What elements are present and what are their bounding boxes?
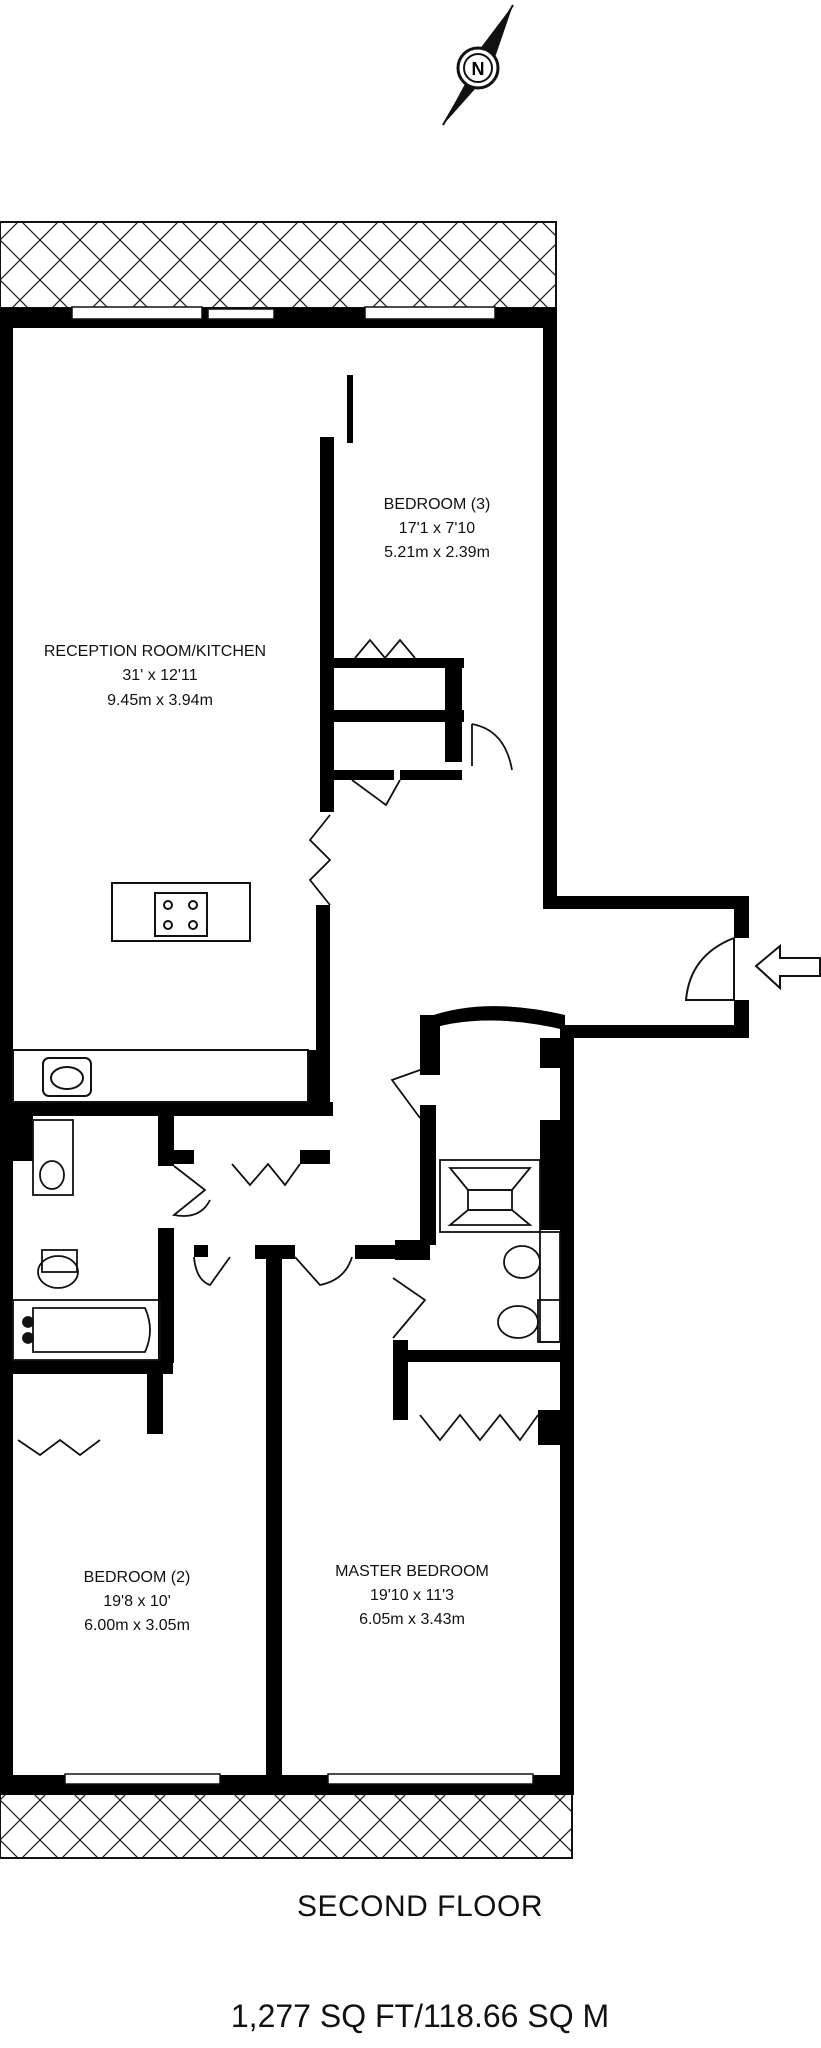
compass-north-letter: N	[472, 59, 485, 79]
room-label-master-bedroom: MASTER BEDROOM 19'10 x 11'3 6.05m x 3.43…	[335, 1563, 489, 1628]
room-imperial-bedroom-3: 17'1 x 7'10	[399, 520, 475, 537]
room-metric-reception: 9.45m x 3.94m	[107, 692, 213, 709]
room-label-bedroom-3: BEDROOM (3) 17'1 x 7'10 5.21m x 2.39m	[384, 496, 491, 561]
balcony-top	[0, 221, 557, 309]
room-imperial-reception: 31' x 12'11	[122, 667, 197, 684]
entrance-arrow-icon	[754, 943, 821, 991]
storage-curved-wall	[420, 1006, 565, 1032]
room-name-master-bedroom: MASTER BEDROOM	[335, 1563, 489, 1580]
bathroom-fixtures	[12, 1119, 161, 1361]
room-name-bedroom-3: BEDROOM (3)	[384, 496, 491, 513]
interior-walls	[13, 375, 563, 1785]
door-swings	[17, 638, 539, 1457]
room-metric-bedroom-2: 6.00m x 3.05m	[84, 1617, 190, 1634]
windows-bottom	[64, 1773, 534, 1785]
room-metric-master-bedroom: 6.05m x 3.43m	[359, 1611, 465, 1628]
floor-title: SECOND FLOOR	[296, 1890, 544, 1923]
total-area: 1,277 SQ FT/118.66 SQ M	[230, 1998, 610, 2034]
room-metric-bedroom-3: 5.21m x 2.39m	[384, 544, 490, 561]
north-compass-icon: N	[442, 4, 514, 126]
entrance-door	[684, 937, 735, 1001]
room-imperial-bedroom-2: 19'8 x 10'	[103, 1593, 171, 1610]
room-imperial-master-bedroom: 19'10 x 11'3	[370, 1587, 454, 1604]
windows-top	[71, 306, 496, 320]
kitchen-island	[111, 882, 251, 942]
room-label-bedroom-2: BEDROOM (2) 19'8 x 10' 6.00m x 3.05m	[84, 1569, 191, 1634]
room-label-reception: RECEPTION ROOM/KITCHEN 31' x 12'11 9.45m…	[44, 643, 266, 709]
kitchen-counter	[12, 1049, 309, 1103]
ensuite-fixtures	[439, 1159, 561, 1343]
room-name-bedroom-2: BEDROOM (2)	[84, 1569, 191, 1586]
room-name-reception: RECEPTION ROOM/KITCHEN	[44, 643, 266, 660]
